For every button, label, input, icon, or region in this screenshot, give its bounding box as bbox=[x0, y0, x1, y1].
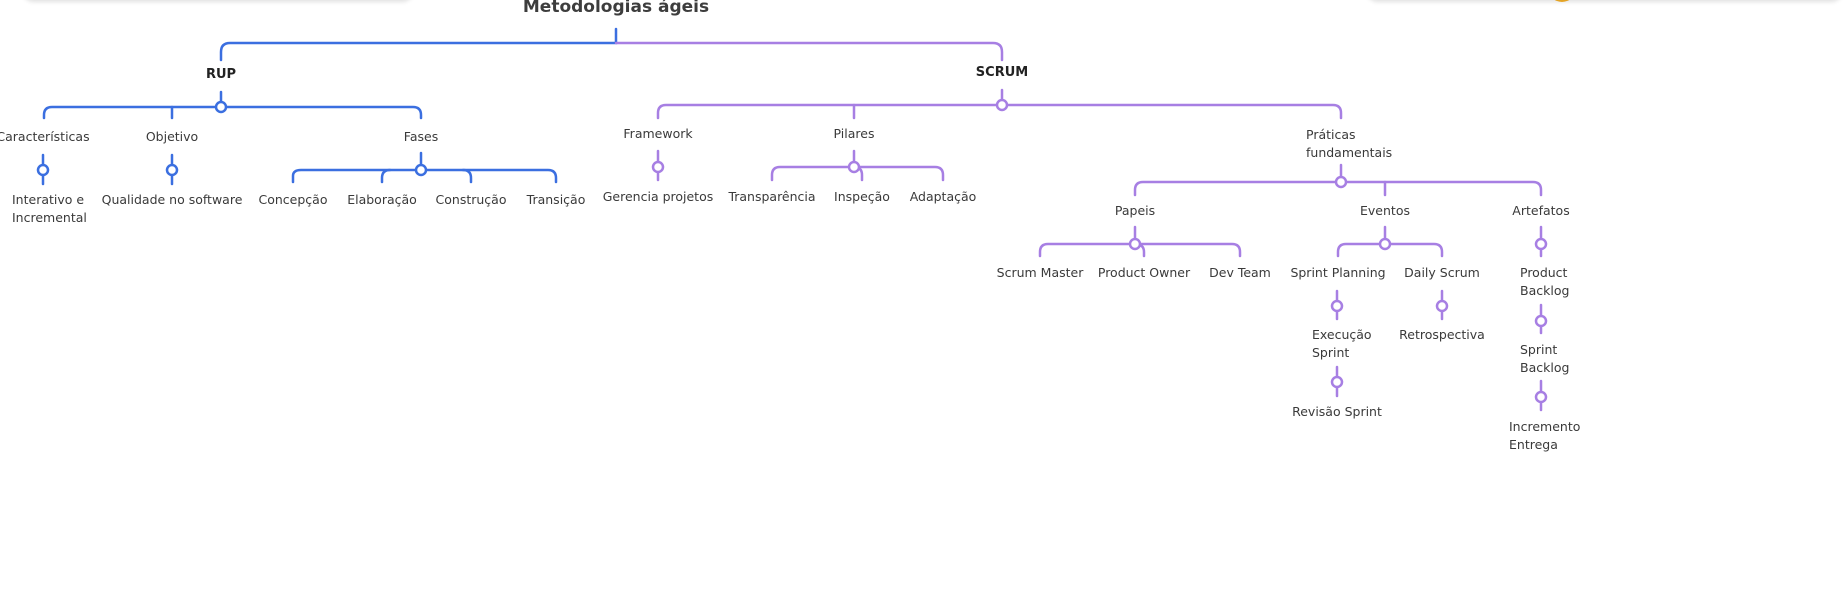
praticas-fundamentais-topic[interactable]: Práticas fundamentais bbox=[1306, 127, 1393, 160]
revisao-sprint-topic[interactable]: Revisão Sprint bbox=[1292, 404, 1382, 419]
elaboracao-topic[interactable]: Elaboração bbox=[347, 192, 417, 207]
caracteristicas-topic[interactable]: Características bbox=[0, 129, 90, 144]
daily-scrum-topic[interactable]: Daily Scrum bbox=[1404, 265, 1480, 280]
rup-connectors bbox=[41, 90, 558, 186]
product-owner-topic[interactable]: Product Owner bbox=[1097, 265, 1191, 280]
caracteristicas-node bbox=[36, 163, 50, 177]
product-backlog-topic[interactable]: Product Backlog bbox=[1520, 265, 1570, 298]
scrum-master-topic[interactable]: Scrum Master bbox=[996, 265, 1084, 280]
product-backlog-node bbox=[1534, 314, 1548, 328]
adaptacao-topic[interactable]: Adaptação bbox=[909, 189, 977, 204]
fases-topic[interactable]: Fases bbox=[403, 129, 439, 144]
transicao-topic[interactable]: Transição bbox=[526, 192, 586, 207]
sun-icon bbox=[1548, 0, 1576, 2]
interativo-incremental-topic[interactable]: Interativo e Incremental bbox=[12, 192, 87, 225]
execucao-sprint-node bbox=[1330, 375, 1344, 389]
papeis-topic[interactable]: Papeis bbox=[1114, 203, 1156, 218]
framework-node bbox=[651, 160, 665, 174]
objetivo-node bbox=[165, 163, 179, 177]
sprint-backlog-topic[interactable]: Sprint Backlog bbox=[1520, 342, 1570, 375]
fases-node bbox=[414, 163, 428, 177]
artefatos-node-1 bbox=[1534, 237, 1548, 251]
transparencia-topic[interactable]: Transparência bbox=[728, 189, 816, 204]
root-connector-rup bbox=[219, 27, 618, 62]
dev-team-topic[interactable]: Dev Team bbox=[1209, 265, 1271, 280]
qualidade-software-topic[interactable]: Qualidade no software bbox=[101, 192, 243, 207]
gerencia-projetos-topic[interactable]: Gerencia projetos bbox=[602, 189, 714, 204]
root-topic[interactable]: Metodologias ágeis bbox=[522, 0, 710, 17]
construcao-topic[interactable]: Construção bbox=[435, 192, 507, 207]
inspecao-topic[interactable]: Inspeção bbox=[834, 189, 890, 204]
rup-nodes bbox=[36, 100, 428, 177]
objetivo-topic[interactable]: Objetivo bbox=[145, 129, 199, 144]
framework-topic[interactable]: Framework bbox=[623, 126, 693, 141]
daily-scrum-node bbox=[1435, 299, 1449, 313]
concepcao-topic[interactable]: Concepção bbox=[258, 192, 328, 207]
rup-topic[interactable]: RUP bbox=[205, 67, 237, 82]
praticas-node bbox=[1334, 175, 1348, 189]
execucao-sprint-topic[interactable]: Execução Sprint bbox=[1312, 327, 1372, 360]
eventos-topic[interactable]: Eventos bbox=[1360, 203, 1410, 218]
root-connector-scrum bbox=[614, 41, 1004, 62]
pilares-topic[interactable]: Pilares bbox=[833, 126, 875, 141]
sprint-planning-topic[interactable]: Sprint Planning bbox=[1290, 265, 1386, 280]
retrospectiva-topic[interactable]: Retrospectiva bbox=[1399, 327, 1485, 342]
scrum-nodes bbox=[651, 98, 1548, 404]
artefatos-topic[interactable]: Artefatos bbox=[1512, 203, 1570, 218]
scrum-topic[interactable]: SCRUM bbox=[975, 65, 1029, 80]
scrum-node bbox=[995, 98, 1009, 112]
sprint-backlog-node bbox=[1534, 390, 1548, 404]
scrum-connectors bbox=[656, 88, 1543, 412]
rup-node bbox=[214, 100, 228, 114]
papeis-node bbox=[1128, 237, 1142, 251]
sprint-planning-node bbox=[1330, 299, 1344, 313]
incremento-entrega-topic[interactable]: Incremento Entrega bbox=[1509, 419, 1581, 452]
pilares-node bbox=[847, 160, 861, 174]
eventos-node bbox=[1378, 237, 1392, 251]
